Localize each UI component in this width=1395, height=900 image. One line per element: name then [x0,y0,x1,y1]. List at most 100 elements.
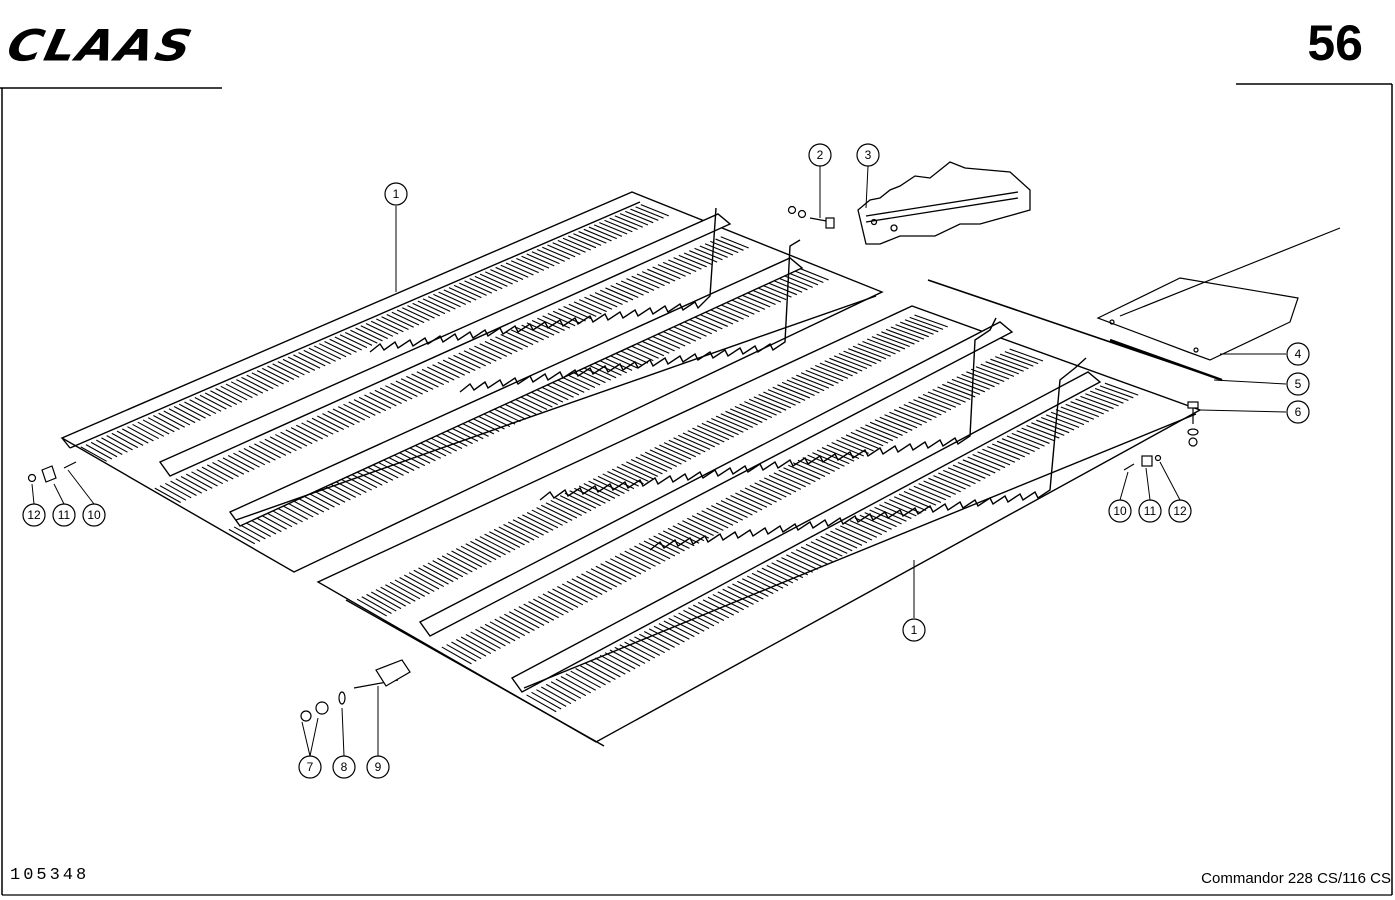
svg-text:9: 9 [375,760,382,774]
sieve-slat [280,431,308,447]
sieve-slat [316,415,345,430]
sieve-slat [746,575,779,592]
sieve-slat [446,644,477,662]
sieve-slat [545,683,577,702]
sieve-slat [641,340,670,354]
sieve-slat [461,422,489,437]
callout-8: 8 [332,755,356,779]
sieve-slat [975,366,1010,380]
sieve-slat [702,599,735,616]
sieve-slat [366,466,394,481]
sieve-slat [895,324,929,338]
sieve-slat [536,507,568,524]
sieve-slat [413,569,445,588]
sieve-slat [574,487,606,504]
sieve-slat [739,403,773,419]
sieve-slat [225,383,253,399]
sieve-slat [379,387,408,402]
sieve-slat [682,520,714,537]
sieve-slat [468,347,497,362]
sieve-slat [391,311,420,326]
sieve-slat [812,452,845,467]
sieve-slat [641,271,671,284]
sieve-slat [272,363,300,378]
sieve-slat [567,374,596,388]
sieve-slat [678,323,707,337]
sieve-slat [542,246,571,260]
sieve-slat [825,533,858,549]
sieve-pan-right [316,305,1202,747]
sieve-slat [643,540,676,557]
sieve-pan-left [60,191,884,573]
sieve-slat [885,328,920,343]
sieve-slat [500,264,529,278]
sieve-slat [552,242,581,256]
sieve-slat [366,593,397,612]
sieve-slat [116,430,144,446]
sieve-slat [199,394,227,410]
sieve-slat [154,487,181,504]
sieve-slat [1099,385,1134,399]
sieve-slat [360,468,388,484]
sieve-slat [1031,422,1065,436]
sieve-slat [758,287,787,301]
sieve-slat [838,352,872,367]
sieve-slat [571,578,603,596]
sieve-slat [559,495,592,512]
sieve-slat [170,480,197,496]
sieve-slat [419,442,447,457]
sieve-slat [498,405,527,420]
sieve-slat [590,660,621,678]
sieve-slat [531,509,563,526]
sieve-slat [715,502,748,519]
sieve-slat [869,421,903,436]
sieve-slat [711,418,744,433]
sieve-slat [80,446,107,462]
sieve-slat [754,482,787,498]
sieve-slat [264,438,292,454]
sieve-slat [339,334,368,349]
sieve-slat [610,558,642,575]
sieve-slat [668,617,700,635]
sieve-slat [797,459,831,475]
sieve-slat [332,408,360,423]
sieve-slat [396,309,425,324]
sieve-slat [1075,398,1109,412]
sieve-slat [966,371,1000,385]
sieve-slat [638,543,671,560]
sieve-slat [699,245,728,258]
sieve-slat [683,321,712,335]
sieve-slat [615,282,644,296]
sieve-slat [531,251,560,265]
sieve-slat [625,210,654,224]
sieve-slat [147,417,175,433]
sieve-slat [432,364,460,379]
sieve-slat [962,459,996,474]
sieve-slat [251,372,279,387]
sieve-slat [334,336,362,351]
sieve-slat [795,270,824,283]
sieve-slat [537,596,569,613]
sieve-slat [991,443,1026,458]
sieve-slat [241,376,269,392]
sieve-slat [593,224,623,237]
sieve-slat [477,415,505,430]
sieve-slat [849,520,882,536]
svg-text:5: 5 [1295,377,1302,391]
sieve-slat [715,306,744,320]
sieve-slat [230,381,258,396]
sieve-slat [443,289,472,303]
sieve-slat [137,421,165,437]
sieve-slat [658,623,690,640]
sieve-slat [778,469,811,485]
sieve-slat [453,354,481,369]
sieve-slat [705,311,734,325]
sieve-slat [1055,409,1090,423]
sieve-slat [287,356,316,371]
sieve-slat [1060,406,1095,420]
sieve-slat [653,625,685,643]
sieve-slat [484,533,516,551]
sieve-slat [594,292,623,306]
sieve-slat [730,408,763,423]
sieve-slat [298,352,326,367]
